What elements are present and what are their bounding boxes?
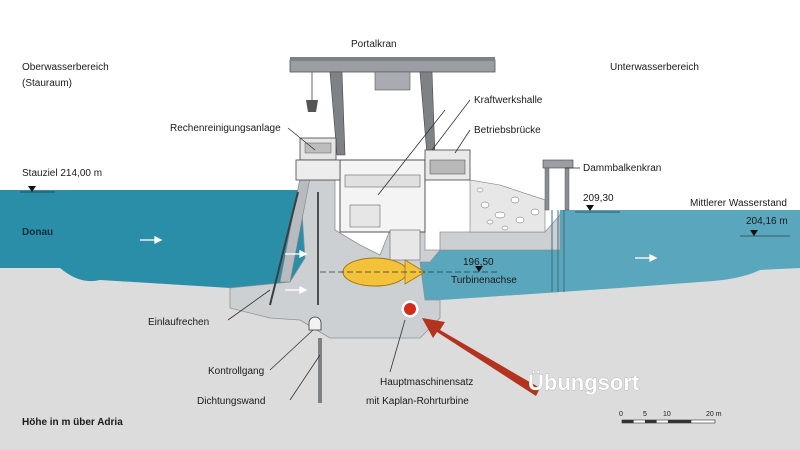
cleaning-machine-base [295, 159, 341, 181]
portalkran-trolley [374, 71, 411, 91]
dichtungswand-pile [318, 338, 322, 403]
riverbed-ground [0, 268, 800, 450]
label-20416: 204,16 m [746, 216, 788, 227]
label-dammbalkenkran: Dammbalkenkran [583, 163, 661, 174]
portalkran-leg-right [419, 71, 436, 156]
dammbalkenkran-beam [542, 159, 574, 169]
label-turbinenachse: Turbinenachse [451, 275, 517, 286]
level-19650-marker [475, 266, 483, 272]
scale-tick-20m: 20 m [706, 411, 722, 418]
dammbalkenkran-leg-right [564, 167, 570, 211]
label-hoehe: Höhe in m über Adria [22, 417, 123, 428]
label-betriebsbruecke: Betriebsbrücke [474, 125, 541, 136]
label-uebungsort: Übungsort [528, 370, 640, 395]
generator-shaft-housing [389, 229, 421, 261]
label-20930: 209,30 [583, 193, 614, 204]
uebungsort-marker [404, 303, 416, 315]
stauziel-marker [28, 186, 36, 192]
flow-arrows [140, 235, 658, 295]
portalkran-leg-left [329, 71, 346, 156]
label-dichtungswand: Dichtungswand [197, 396, 265, 407]
gravel-stones [476, 187, 540, 231]
label-hauptmaschinensatz: Hauptmaschinensatz [380, 377, 473, 388]
crane-hook [306, 100, 318, 112]
label-donau: Donau [22, 227, 53, 238]
label-portalkran: Portalkran [351, 39, 397, 50]
portalkran-beam [289, 59, 496, 73]
label-mittlerer-wasserstand: Mittlerer Wasserstand [690, 198, 787, 209]
scale-tick-5: 5 [643, 411, 647, 418]
stoplog-slot [551, 210, 565, 292]
upstream-water [0, 190, 305, 288]
label-kontrollgang: Kontrollgang [208, 366, 264, 377]
label-unterwasser: Unterwasserbereich [610, 62, 699, 73]
cleaning-machine-cab [304, 142, 332, 154]
scale-tick-10: 10 [663, 411, 671, 418]
kontrollgang-tunnel [308, 316, 322, 331]
label-stauraum: (Stauraum) [22, 78, 72, 89]
scale-tick-0: 0 [619, 411, 623, 418]
label-kraftwerkshalle: Kraftwerkshalle [474, 95, 543, 106]
leader-lines [227, 99, 580, 401]
hall-crane-beam [344, 174, 421, 188]
mittlerer-wasserstand-marker [750, 230, 758, 236]
generator-housing [349, 204, 381, 228]
bridge-housing [429, 159, 466, 175]
einlaufrechen-rack [269, 191, 299, 306]
uebungsort-arrow [422, 318, 540, 396]
scale-bar [621, 419, 716, 424]
label-19650: 196,50 [463, 257, 494, 268]
label-oberwasser: Oberwasserbereich [22, 62, 109, 73]
gravel-fill [469, 179, 546, 233]
portalkran-rail [290, 57, 495, 61]
label-stauziel: Stauziel 214,00 m [22, 168, 102, 179]
dammbalkenkran-leg-left [544, 167, 550, 211]
draft-tube-water [395, 250, 560, 300]
label-kaplan-rohrturbine: mit Kaplan-Rohrturbine [366, 396, 469, 407]
label-einlaufrechen: Einlaufrechen [148, 317, 209, 328]
label-rechenreinigung: Rechenreinigungsanlage [170, 123, 281, 134]
level-20930-marker [586, 205, 594, 211]
